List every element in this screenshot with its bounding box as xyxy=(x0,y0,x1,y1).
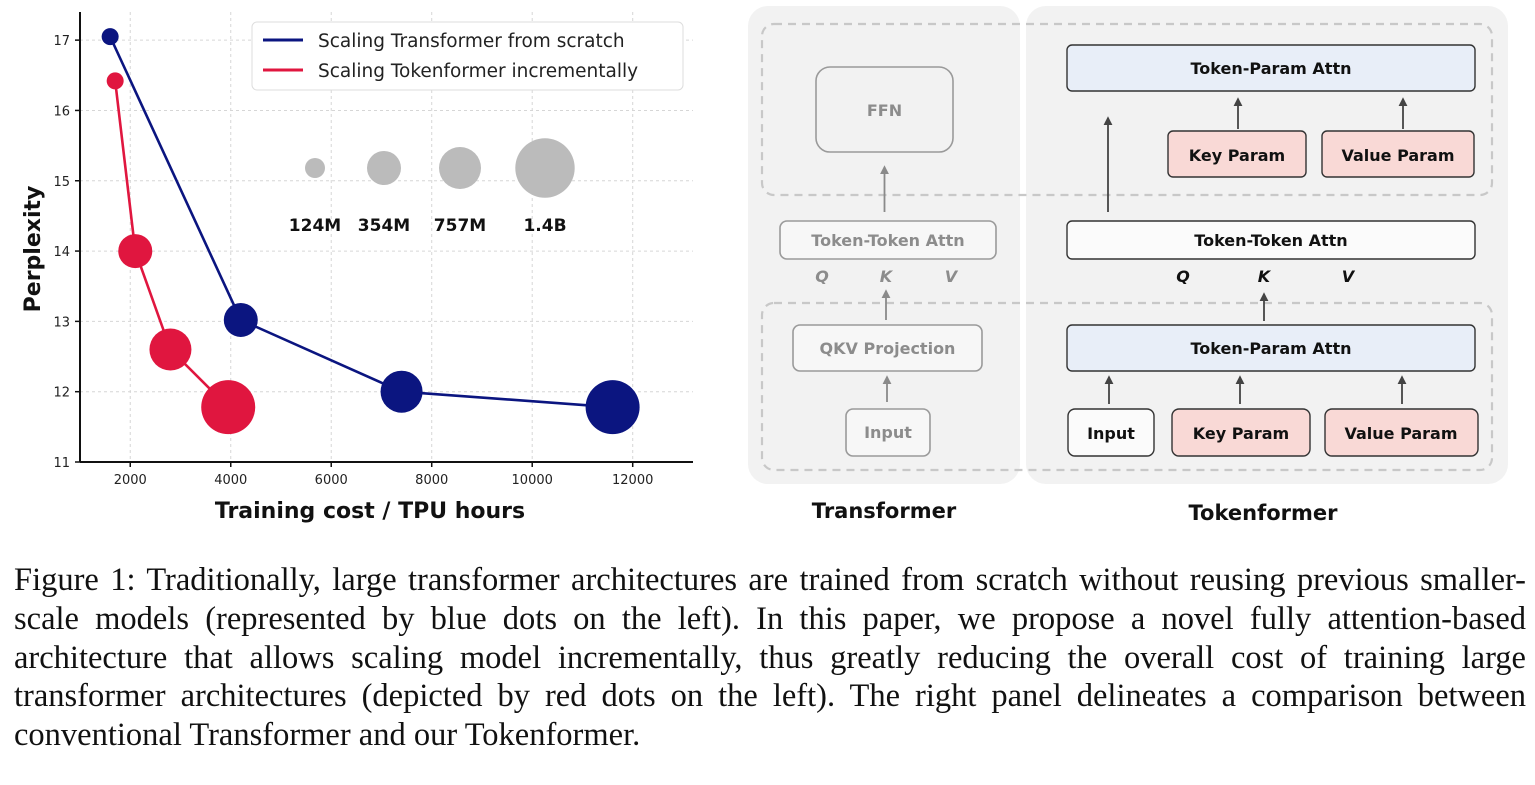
figure-1: 124M 354M 757M 1.4B 2000 4000 6000 8000 10000 12… xyxy=(21,6,1508,525)
data-point-1-1.4B xyxy=(201,380,256,435)
transformer-qkv-projection-box xyxy=(792,324,983,372)
tokenformer-token-token-attn-box xyxy=(1066,220,1476,260)
chart-legend: Scaling Transformer from scratch Scaling… xyxy=(251,21,684,91)
data-point-1-757M xyxy=(149,328,192,371)
size-legend-bubble-124M xyxy=(305,158,325,178)
size-legend-label-757M: 757M xyxy=(434,216,486,236)
x-tick-label: 12000 xyxy=(612,473,653,488)
tokenformer-token-param-attn-bottom-label: Token-Param Attn xyxy=(1191,339,1352,358)
perplexity-chart: 124M 354M 757M 1.4B 2000 4000 6000 8000 10000 12… xyxy=(21,12,693,524)
tokenformer-value-param-top-label: Value Param xyxy=(1341,146,1454,165)
size-legend-label-1.4B: 1.4B xyxy=(523,216,566,236)
series-line-0 xyxy=(108,36,613,409)
legend-box xyxy=(251,21,684,91)
x-tick-label: 8000 xyxy=(415,473,448,488)
tokenformer-token-param-attn-top-box xyxy=(1066,44,1476,92)
tokenformer-title: Tokenformer xyxy=(1189,501,1339,525)
series-line-1 xyxy=(113,80,230,409)
legend-label-transformer: Scaling Transformer from scratch xyxy=(318,31,625,52)
transformer-v-label: V xyxy=(945,267,959,286)
size-legend-bubble-354M xyxy=(367,151,401,185)
size-legend-bubble-1.4B xyxy=(515,138,575,198)
x-tick-label: 10000 xyxy=(512,473,553,488)
transformer-input-label: Input xyxy=(864,423,912,442)
size-legend-label-354M: 354M xyxy=(358,216,410,236)
chart-series-lines xyxy=(108,36,613,409)
transformer-qkv-projection-label: QKV Projection xyxy=(820,339,956,358)
tokenformer-k-label: K xyxy=(1258,267,1272,286)
chart-tick-labels: 2000 4000 6000 8000 10000 12000 11 12 13 14 15 16 17 xyxy=(53,34,653,488)
data-point-0-1.4B xyxy=(585,380,640,435)
size-legend-label-124M: 124M xyxy=(289,216,341,236)
transformer-title: Transformer xyxy=(812,499,957,523)
y-tick-label: 16 xyxy=(53,104,70,119)
size-legend-bubble-757M xyxy=(439,147,481,189)
tokenformer-v-label: V xyxy=(1342,267,1356,286)
chart-data-points xyxy=(101,28,640,435)
tokenformer-value-param-top-box xyxy=(1321,130,1475,178)
tokenformer-input-label: Input xyxy=(1087,424,1135,443)
lower-dashed-frame xyxy=(760,301,1494,472)
transformer-token-token-attn-box xyxy=(779,220,997,260)
data-point-1-124M xyxy=(106,72,124,90)
y-tick-label: 13 xyxy=(53,315,70,330)
y-tick-label: 11 xyxy=(53,456,70,471)
y-tick-label: 17 xyxy=(53,34,70,49)
y-tick-label: 15 xyxy=(53,175,70,190)
tokenformer-value-param-bottom-box xyxy=(1324,408,1479,457)
y-tick-label: 14 xyxy=(53,245,70,260)
size-legend: 124M 354M 757M 1.4B xyxy=(289,138,575,236)
transformer-input-box xyxy=(845,408,931,457)
data-point-0-124M xyxy=(101,28,119,46)
upper-dashed-frame xyxy=(760,22,1494,197)
tokenformer-key-param-bottom-box xyxy=(1171,408,1311,457)
legend-label-tokenformer: Scaling Tokenformer incrementally xyxy=(318,61,638,82)
tokenformer-token-token-attn-label: Token-Token Attn xyxy=(1194,231,1347,250)
chart-axes xyxy=(79,12,693,463)
x-tick-label: 6000 xyxy=(315,473,348,488)
architecture-diagram: FFN Token-Token Attn Q K V QKV Projectio… xyxy=(748,6,1508,525)
tokenformer-token-param-attn-top-label: Token-Param Attn xyxy=(1191,59,1352,78)
transformer-token-token-attn-label: Token-Token Attn xyxy=(811,231,964,250)
x-tick-label: 4000 xyxy=(214,473,247,488)
tokenformer-key-param-top-label: Key Param xyxy=(1189,146,1285,165)
figure-caption: Figure 1: Traditionally, large transform… xyxy=(14,561,1526,755)
tokenformer-q-label: Q xyxy=(1176,267,1190,286)
data-point-0-354M xyxy=(223,302,258,337)
tokenformer-input-box xyxy=(1067,408,1155,457)
transformer-q-label: Q xyxy=(815,267,829,286)
tokenformer-key-param-top-box xyxy=(1167,130,1307,178)
transformer-ffn-label: FFN xyxy=(867,101,902,120)
data-point-0-757M xyxy=(380,370,423,413)
tokenformer-key-param-bottom-label: Key Param xyxy=(1193,424,1289,443)
caption-text: Traditionally, large transformer archite… xyxy=(14,562,1526,754)
x-axis-label: Training cost / TPU hours xyxy=(215,499,525,524)
x-tick-label: 2000 xyxy=(114,473,147,488)
y-tick-label: 12 xyxy=(53,386,70,401)
transformer-k-label: K xyxy=(880,267,894,286)
caption-label: Figure 1: xyxy=(14,562,136,598)
y-axis-label: Perplexity xyxy=(21,186,46,313)
transformer-ffn-box xyxy=(815,66,954,153)
tokenformer-value-param-bottom-label: Value Param xyxy=(1344,424,1457,443)
data-point-1-354M xyxy=(118,234,153,269)
tokenformer-token-param-attn-bottom-box xyxy=(1066,324,1476,372)
